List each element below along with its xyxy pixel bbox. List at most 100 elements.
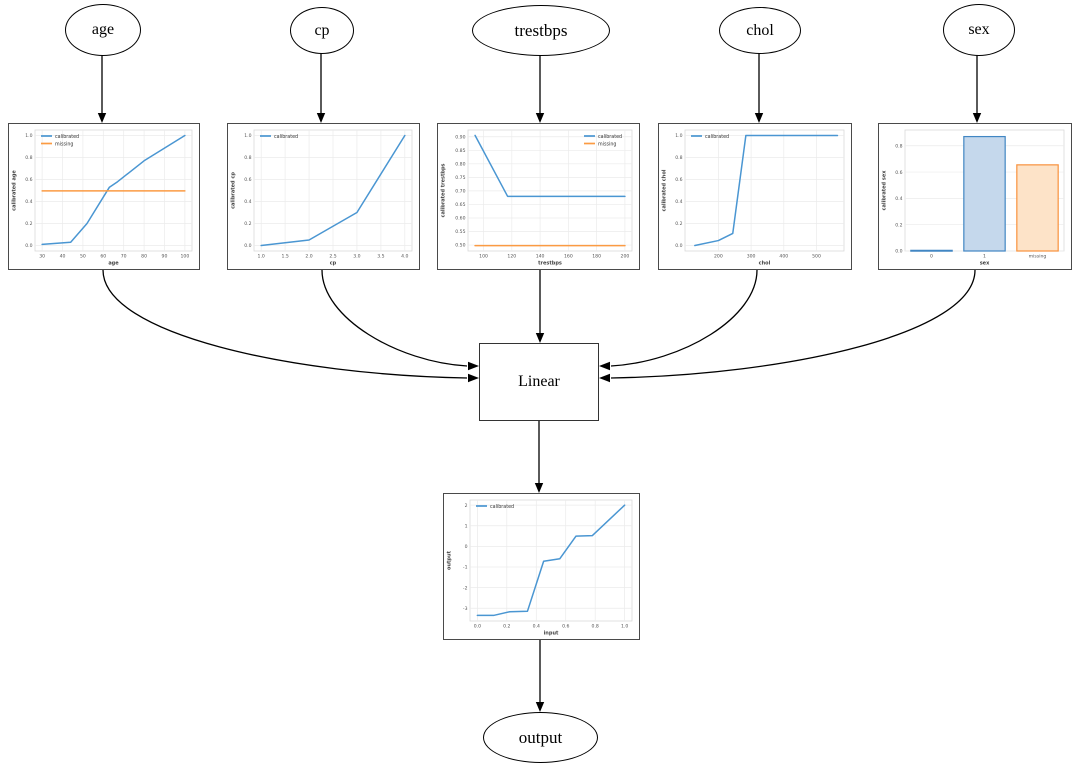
svg-text:2.5: 2.5 [329,254,336,260]
edge-cp-to-cp-plot [316,52,326,123]
node-cp-label: cp [314,21,330,39]
svg-text:1.0: 1.0 [258,254,265,260]
node-age-label: age [91,21,115,38]
svg-text:100: 100 [479,254,488,260]
edge-trestbps-plot-to-linear [535,270,545,343]
svg-text:0.6: 0.6 [562,624,569,630]
svg-text:calibrated: calibrated [598,134,622,140]
svg-text:0.8: 0.8 [675,155,682,161]
svg-text:0.4: 0.4 [25,199,32,205]
svg-text:missing: missing [598,141,616,147]
svg-text:calibrated age: calibrated age [12,170,18,211]
svg-text:0.4: 0.4 [675,199,682,205]
svg-text:3.0: 3.0 [353,254,360,260]
svg-text:0.70: 0.70 [455,189,465,195]
svg-text:0.4: 0.4 [533,624,540,630]
svg-text:chol: chol [759,261,771,267]
svg-text:0.6: 0.6 [25,177,32,183]
svg-text:cp: cp [330,261,337,267]
edge-sex-to-sex-plot [972,54,982,123]
svg-text:age: age [108,261,119,267]
svg-text:0.8: 0.8 [895,143,902,149]
node-cp: cp [290,7,354,54]
svg-text:300: 300 [747,254,756,260]
svg-text:70: 70 [121,254,127,260]
node-chol-label: chol [746,21,774,39]
edge-linear-to-output-plot [534,421,544,493]
node-trestbps: trestbps [472,5,610,56]
svg-text:0.50: 0.50 [455,243,465,249]
edge-chol-to-chol-plot [754,52,764,123]
svg-text:calibrated: calibrated [274,134,298,140]
node-age: age [65,4,141,56]
edge-sex-plot-to-linear [599,269,976,383]
svg-text:1.0: 1.0 [244,133,251,139]
node-sex: sex [943,4,1015,56]
svg-text:output: output [447,550,453,570]
node-chol: chol [719,7,801,54]
svg-text:0.8: 0.8 [592,624,599,630]
svg-text:0.0: 0.0 [895,249,902,255]
node-sex-label: sex [968,21,990,38]
node-linear: Linear [479,343,599,421]
svg-text:missing: missing [55,141,73,147]
svg-text:0.8: 0.8 [244,155,251,161]
svg-text:200: 200 [714,254,723,260]
svg-text:missing: missing [1029,254,1047,260]
svg-text:0.0: 0.0 [244,243,251,249]
svg-text:400: 400 [779,254,788,260]
svg-text:0.2: 0.2 [503,624,510,630]
svg-text:120: 120 [507,254,516,260]
svg-text:-1: -1 [463,565,468,571]
svg-text:0.75: 0.75 [455,175,465,181]
svg-text:calibrated sex: calibrated sex [882,170,888,211]
svg-text:calibrated chol: calibrated chol [662,169,668,211]
svg-text:1.5: 1.5 [281,254,288,260]
svg-text:0.6: 0.6 [895,170,902,176]
node-trestbps-label: trestbps [514,20,568,40]
svg-text:1.0: 1.0 [25,133,32,139]
svg-text:2.0: 2.0 [305,254,312,260]
svg-text:0.2: 0.2 [25,221,32,227]
svg-text:-2: -2 [463,585,468,591]
svg-text:0.0: 0.0 [675,243,682,249]
svg-text:60: 60 [100,254,106,260]
edge-age-to-age-plot [97,54,107,123]
edge-chol-plot-to-linear [599,269,758,371]
svg-text:0.80: 0.80 [455,162,465,168]
svg-text:30: 30 [39,254,45,260]
svg-text:sex: sex [980,261,990,267]
node-output: output [483,712,598,763]
svg-text:0: 0 [930,254,933,260]
node-linear-label: Linear [518,373,560,390]
svg-text:0.4: 0.4 [895,196,902,202]
svg-text:0.8: 0.8 [25,155,32,161]
svg-text:50: 50 [80,254,86,260]
svg-text:0.85: 0.85 [455,148,465,154]
svg-text:0.4: 0.4 [244,199,251,205]
svg-text:calibrated: calibrated [705,134,729,140]
svg-text:calibrated trestbps: calibrated trestbps [441,163,447,217]
svg-text:calibrated: calibrated [490,504,514,510]
svg-text:0.90: 0.90 [455,134,465,140]
svg-text:calibrated cp: calibrated cp [231,172,237,209]
svg-text:1: 1 [465,523,468,529]
svg-text:200: 200 [621,254,630,260]
edge-cp-plot-to-linear [321,269,479,371]
svg-text:0.60: 0.60 [455,216,465,222]
svg-text:140: 140 [536,254,545,260]
svg-text:100: 100 [180,254,189,260]
